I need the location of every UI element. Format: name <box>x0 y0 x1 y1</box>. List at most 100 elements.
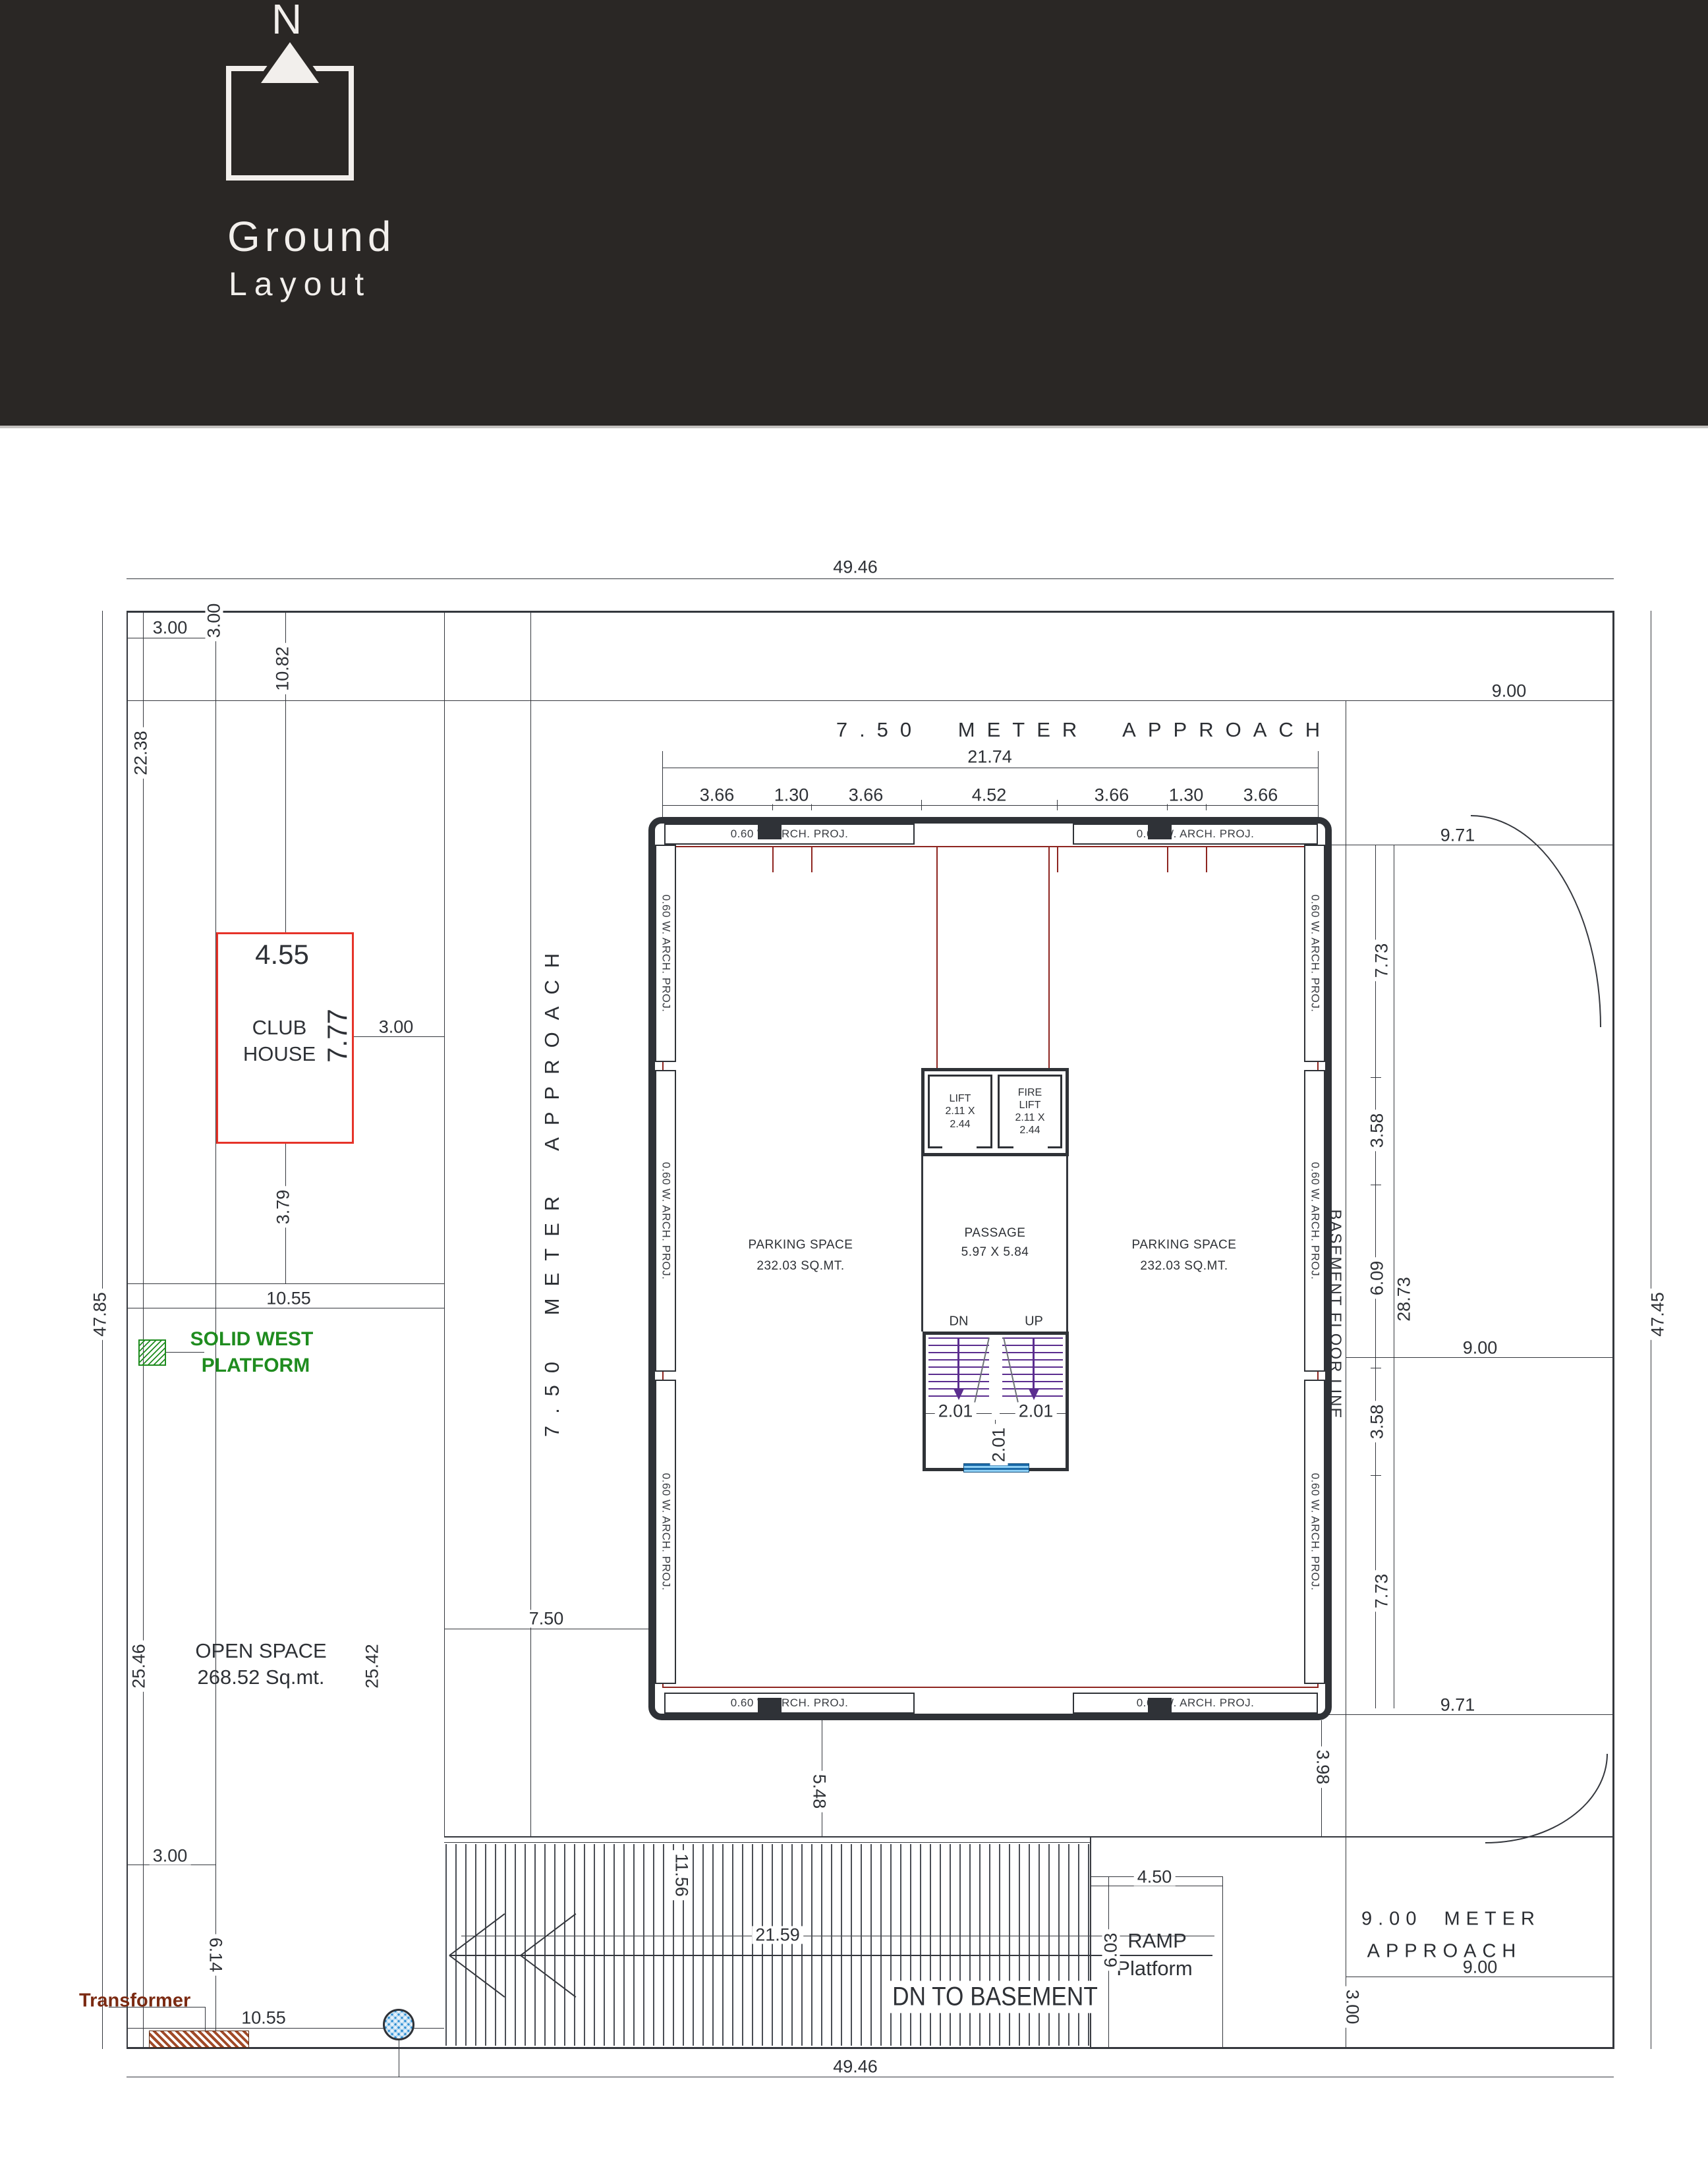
tree-circle-symbol <box>383 2009 414 2040</box>
parking-label: PARKING SPACE <box>748 1238 853 1252</box>
dim-label: 6.14 <box>206 1934 226 1976</box>
dim-label: 3.00 <box>375 1018 417 1036</box>
dim-line <box>127 2028 444 2029</box>
dim-label: 9.00 <box>1459 1958 1501 1977</box>
inner-red-line <box>662 846 1319 847</box>
tick <box>921 800 922 810</box>
solid-west-label: PLATFORM <box>201 1355 310 1376</box>
dim-label: 2.01 <box>989 1424 1009 1466</box>
dim-label: 49.46 <box>830 2058 881 2076</box>
ramp-top-line <box>444 1836 1614 1838</box>
plot-bottom <box>127 2047 1614 2049</box>
line <box>285 611 286 932</box>
dim-label: 4.50 <box>1133 1868 1176 1886</box>
red-tick <box>772 847 774 872</box>
dim-label: 3.00 <box>149 619 191 637</box>
page-title: Ground <box>227 213 396 260</box>
wall-column <box>1148 1698 1172 1714</box>
tick <box>1057 800 1058 810</box>
dim-label: 28.73 <box>1394 1274 1414 1325</box>
inner-red-line <box>662 1687 1319 1688</box>
arch-proj-band: 0.60 W. ARCH. PROJ. <box>1304 1070 1325 1372</box>
ramp-top-line-2 <box>444 1842 1091 1843</box>
dim-label: 3.66 <box>1239 786 1282 804</box>
road-edge-line <box>444 611 445 1838</box>
red-tick <box>1057 847 1058 872</box>
dim-line <box>354 1036 444 1037</box>
dim-label: 3.98 <box>1313 1746 1333 1788</box>
dim-label: 49.46 <box>830 558 881 576</box>
dim-label: 9.71 <box>1437 826 1479 845</box>
dn-to-basement-label: DN TO BASEMENT <box>888 1980 1102 2013</box>
red-wall-line <box>1048 847 1050 1068</box>
up-arrowhead-icon <box>1029 1389 1039 1400</box>
dim-label: 10.82 <box>273 643 293 694</box>
dim-label: 22.38 <box>131 727 151 779</box>
arch-proj-label: 0.60 W. ARCH. PROJ. <box>660 1162 673 1280</box>
arch-proj-band: 0.60 W. ARCH. PROJ. <box>655 1070 676 1372</box>
dim-label: 47.45 <box>1648 1289 1668 1340</box>
dim-label: 7.50 <box>525 1610 567 1628</box>
arch-proj-band: 0.60 W. ARCH. PROJ. <box>655 845 676 1062</box>
dim-label: 3.79 <box>273 1186 293 1228</box>
ramp-hatch <box>445 1844 1090 2046</box>
road-corner-arc <box>1485 1754 1608 1843</box>
passage-label: PASSAGE <box>964 1226 1026 1240</box>
dim-label: 3.00 <box>204 600 224 642</box>
leader-line <box>166 1352 204 1353</box>
red-wall-line <box>936 847 938 1068</box>
passage-label: 5.97 X 5.84 <box>961 1245 1029 1259</box>
dim-label: 3.66 <box>696 786 738 804</box>
arch-proj-band: 0.60 W. ARCH. PROJ. <box>1073 824 1318 845</box>
road-label-right: 9.00 METER <box>1361 1908 1541 1930</box>
dim-label: 7.73 <box>1372 940 1392 982</box>
wall-column <box>758 824 782 839</box>
dim-label: 21.74 <box>964 748 1015 766</box>
arch-proj-label: 0.60 W. ARCH. PROJ. <box>1309 1473 1322 1591</box>
plot-right <box>1612 611 1614 2049</box>
arch-proj-band: 0.60 W. ARCH. PROJ. <box>1073 1693 1318 1714</box>
dim-label: 3.66 <box>1091 786 1133 804</box>
dim-label: 6.03 <box>1101 1929 1121 1971</box>
wall-column <box>1148 824 1172 839</box>
line <box>143 611 144 2049</box>
red-tick <box>1167 847 1168 872</box>
dn-label: DN <box>949 1314 969 1329</box>
building-outline <box>648 817 1332 1720</box>
north-arrow-icon <box>261 42 319 83</box>
club-house-label: CLUB <box>252 1016 307 1039</box>
dim-label: 3.58 <box>1367 1109 1387 1152</box>
road-label-right: APPROACH <box>1367 1940 1522 1962</box>
dim-label: 21.59 <box>752 1926 803 1944</box>
up-label: UP <box>1025 1314 1043 1329</box>
line <box>127 1283 444 1284</box>
header-band: N Ground Layout <box>0 0 1708 426</box>
dim-line <box>1322 1714 1614 1715</box>
dim-label: 9.00 <box>1459 1339 1501 1357</box>
arch-proj-label: 0.60 W. ARCH. PROJ. <box>660 894 673 1013</box>
dim-label: 1.30 <box>770 786 812 804</box>
club-house-label: HOUSE <box>242 1042 316 1065</box>
dim-label: 7.73 <box>1372 1570 1392 1612</box>
arch-proj-label: 0.60 W. ARCH. PROJ. <box>660 1473 673 1591</box>
dn-arrowhead-icon <box>954 1389 964 1400</box>
arch-proj-band: 0.60 W. ARCH. PROJ. <box>1304 845 1325 1062</box>
open-space-label: 268.52 Sq.mt. <box>197 1666 325 1689</box>
road-inner-line <box>127 700 1614 701</box>
lift-door-gap <box>1013 1144 1048 1152</box>
platform-left-line <box>1090 1836 1091 2047</box>
solid-west-platform-symbol <box>138 1339 166 1366</box>
arch-proj-band: 0.60 W. ARCH. PROJ. <box>664 824 915 845</box>
dim-label: 3.00 <box>149 1847 191 1865</box>
parking-label: 232.03 SQ.MT. <box>1140 1259 1228 1273</box>
passage-wall <box>921 1156 923 1332</box>
ramp-label: Platform <box>1116 1957 1193 1980</box>
header-divider <box>0 426 1708 428</box>
dim-label: 2.01 <box>934 1402 977 1420</box>
arch-proj-label: 0.60 W. ARCH. PROJ. <box>730 1697 849 1709</box>
tick <box>772 800 773 810</box>
